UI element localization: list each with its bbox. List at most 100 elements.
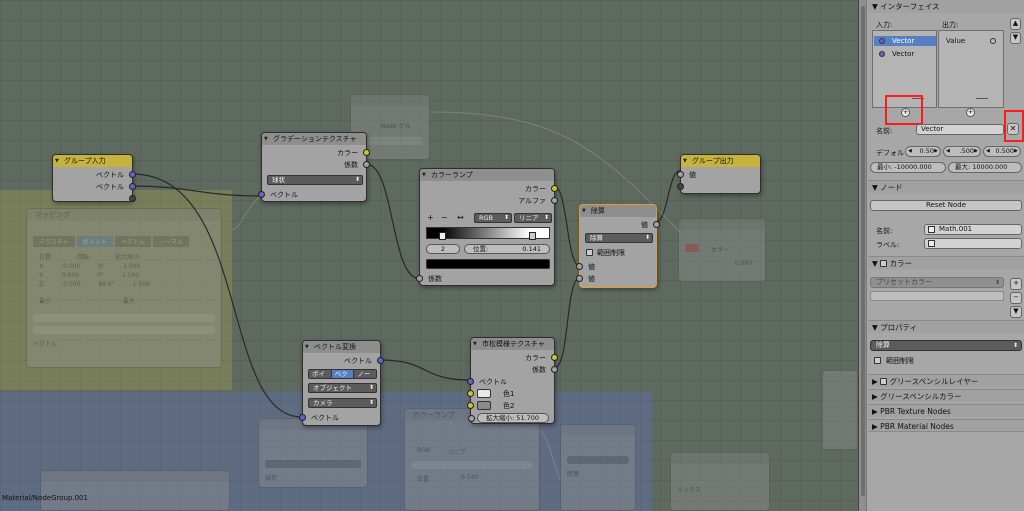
ramp-index-field[interactable]: 2	[426, 244, 460, 254]
inputs-list[interactable]: Vector Vector	[872, 30, 937, 108]
scrollbar-thumb[interactable]	[861, 6, 865, 496]
default-y-field[interactable]: ◀.500▶	[943, 146, 981, 157]
output-item-value[interactable]: Value	[940, 36, 1002, 46]
sidebar-scrollbar[interactable]	[859, 0, 867, 511]
color-ramp-node[interactable]: カラーランプ カラー アルファ + − ↔ RGB⬍ リニア⬍ 2 位置: 0.…	[416, 168, 558, 286]
checker-color2-swatch[interactable]	[477, 401, 491, 410]
socket-out[interactable]	[551, 197, 558, 204]
outputs-list[interactable]: Value	[938, 30, 1004, 108]
checker-texture-node[interactable]: 市松模様テクスチャ カラー 係数 ベクトル 色1 色2 拡大縮小: 51.700	[467, 337, 558, 424]
checker-texture-title[interactable]: 市松模様テクスチャ	[471, 338, 554, 350]
max-value-field[interactable]: 最大: 10000.000	[948, 162, 1022, 173]
node-editor-canvas[interactable]: マッピング テクスチャ ポイント ベクトル ノーマル 位置: 回転: 拡大縮小:…	[0, 0, 858, 511]
color-add-button[interactable]: +	[1010, 278, 1022, 290]
socket-in[interactable]	[467, 402, 474, 409]
increment-arrow-icon[interactable]: ▶	[1014, 148, 1018, 154]
decrement-arrow-icon[interactable]: ◀	[908, 148, 912, 154]
socket-out[interactable]	[363, 149, 370, 156]
min-value-field[interactable]: 最小: -10000.000	[870, 162, 946, 173]
group-output-title[interactable]: グループ出力	[681, 155, 760, 167]
list-resize-handle[interactable]	[976, 98, 988, 99]
socket-in[interactable]	[677, 171, 684, 178]
vt-type-vector[interactable]: ベクト	[331, 370, 355, 378]
color-remove-button[interactable]: −	[1010, 292, 1022, 304]
divide-clamp-checkbox[interactable]	[586, 249, 593, 256]
socket-name-field[interactable]: Vector	[916, 124, 1004, 135]
remove-stop-icon[interactable]: −	[441, 213, 448, 222]
color-specials-button[interactable]: ▼	[1010, 306, 1022, 318]
pbr-material-panel-header[interactable]: ▶ PBR Material Nodes	[868, 419, 1024, 432]
socket-in[interactable]	[467, 390, 474, 397]
socket-out-empty[interactable]	[129, 195, 136, 202]
flip-ramp-icon[interactable]: ↔	[457, 213, 464, 222]
socket-out[interactable]	[129, 183, 136, 190]
add-output-icon[interactable]: +	[966, 108, 975, 117]
gradient-texture-title[interactable]: グラデーションテクスチャ	[262, 133, 366, 145]
vector-transform-node[interactable]: ベクトル変換 ベクトル ポイン ベクト ノーマ オブジェクト⬍ カメラ⬍ ベクト…	[299, 340, 384, 426]
socket-in[interactable]	[576, 275, 583, 282]
divide-operation-dropdown[interactable]: 除算⬍	[585, 233, 653, 243]
properties-panel-header[interactable]: ▼ プロパティ	[868, 320, 1024, 333]
gp-color-panel-header[interactable]: ▶ グリースペンシルカラー	[868, 389, 1024, 402]
socket-out[interactable]	[363, 161, 370, 168]
vt-type-normal[interactable]: ノーマ	[354, 370, 376, 378]
group-input-node[interactable]: グループ入力 ベクトル ベクトル	[52, 154, 136, 202]
node-label-field[interactable]	[924, 238, 1022, 249]
divide-node[interactable]: 除算 値 除算⬍ 範囲制限 値 値	[576, 204, 660, 288]
vt-type-segment[interactable]: ポイン ベクト ノーマ	[308, 369, 377, 379]
color-ramp-title[interactable]: カラーランプ	[420, 169, 554, 181]
color-enable-checkbox[interactable]	[880, 260, 888, 267]
socket-in[interactable]	[468, 415, 475, 422]
input-item-vector-1[interactable]: Vector	[874, 36, 936, 46]
pbr-texture-panel-header[interactable]: ▶ PBR Texture Nodes	[868, 404, 1024, 417]
input-item-vector-2[interactable]: Vector	[874, 49, 936, 59]
checker-color1-swatch[interactable]	[477, 389, 491, 398]
vector-transform-title[interactable]: ベクトル変換	[303, 341, 380, 353]
gradient-texture-node[interactable]: グラデーションテクスチャ カラー 係数 球状⬍ ベクトル	[258, 132, 370, 202]
socket-out[interactable]	[551, 354, 558, 361]
node-color-swatch[interactable]	[870, 291, 1004, 301]
checker-scale-field[interactable]: 拡大縮小: 51.700	[468, 413, 549, 423]
move-down-button[interactable]: ▼	[1010, 32, 1021, 44]
socket-out[interactable]	[551, 366, 558, 373]
math-clamp-checkbox[interactable]	[874, 357, 881, 364]
decrement-arrow-icon[interactable]: ◀	[946, 148, 950, 154]
color-panel-header[interactable]: ▼ カラー	[868, 256, 1024, 269]
group-output-node[interactable]: グループ出力 値	[677, 154, 761, 194]
color-ramp-bar[interactable]	[426, 227, 550, 240]
add-stop-icon[interactable]: +	[427, 213, 434, 222]
node-name-field[interactable]: Math.001	[924, 224, 1022, 235]
decrement-arrow-icon[interactable]: ◀	[986, 148, 990, 154]
ramp-color-swatch[interactable]	[426, 259, 550, 269]
reset-node-button[interactable]: Reset Node	[870, 200, 1022, 211]
increment-arrow-icon[interactable]: ▶	[934, 148, 938, 154]
socket-in[interactable]	[258, 191, 265, 198]
group-input-title[interactable]: グループ入力	[53, 155, 132, 167]
socket-out[interactable]	[551, 185, 558, 192]
move-up-button[interactable]: ▲	[1010, 18, 1021, 30]
preset-color-dropdown[interactable]: プリセットカラー⬍	[870, 277, 1004, 288]
remove-socket-button[interactable]: ✕	[1007, 123, 1019, 135]
socket-in-empty[interactable]	[677, 183, 684, 190]
vt-from-dropdown[interactable]: オブジェクト⬍	[308, 383, 377, 393]
divide-title[interactable]: 除算	[580, 205, 656, 217]
ramp-interp-dropdown[interactable]: リニア⬍	[514, 213, 552, 223]
math-operation-dropdown[interactable]: 除算⬍	[870, 340, 1022, 351]
gp-layer-checkbox[interactable]	[880, 378, 888, 385]
vt-type-point[interactable]: ポイン	[309, 370, 332, 378]
gradient-type-dropdown[interactable]: 球状⬍	[267, 175, 363, 185]
default-z-field[interactable]: ◀0.500▶	[983, 146, 1021, 157]
gp-layer-panel-header[interactable]: ▶ グリースペンシルレイヤー	[868, 374, 1024, 387]
socket-in[interactable]	[299, 414, 306, 421]
list-resize-handle[interactable]	[912, 98, 924, 99]
ramp-stop-handle[interactable]	[439, 232, 446, 240]
add-input-icon[interactable]: +	[901, 108, 910, 117]
ramp-stop-handle[interactable]	[529, 232, 536, 240]
socket-out[interactable]	[377, 357, 384, 364]
socket-in[interactable]	[467, 378, 474, 385]
socket-in[interactable]	[416, 275, 423, 282]
vt-to-dropdown[interactable]: カメラ⬍	[308, 398, 377, 408]
increment-arrow-icon[interactable]: ▶	[974, 148, 978, 154]
ramp-position-field[interactable]: 位置: 0.141	[464, 244, 550, 254]
interface-panel-header[interactable]: ▼ インターフェイス	[868, 0, 1024, 13]
